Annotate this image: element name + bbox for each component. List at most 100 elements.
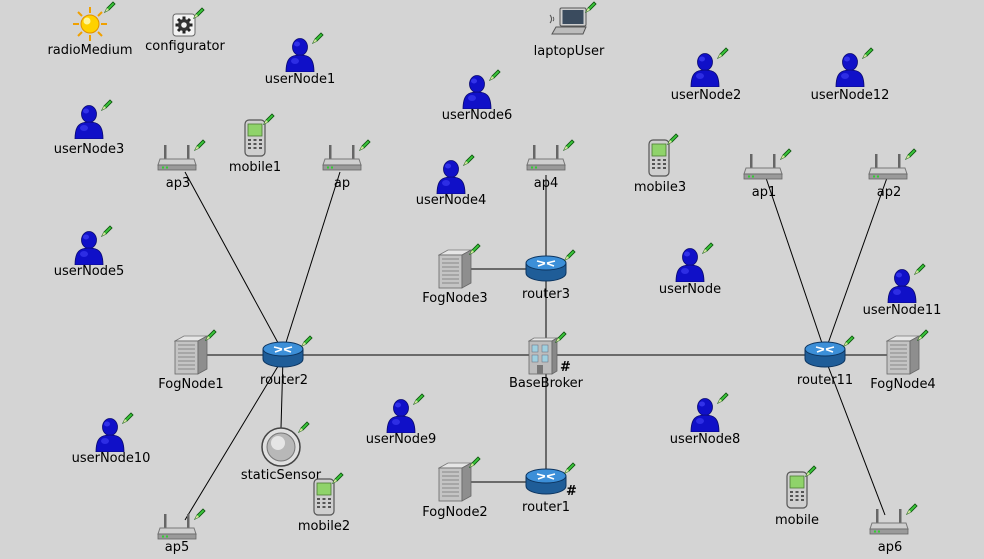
edit-pencil-icon <box>584 0 597 14</box>
edit-pencil-icon <box>331 471 344 485</box>
person-icon <box>690 398 720 433</box>
edit-pencil-icon <box>904 147 917 161</box>
edit-pencil-icon <box>861 46 874 60</box>
link-router11-ap6 <box>824 357 886 516</box>
node-label: ap3 <box>165 176 191 191</box>
sensor-icon <box>261 427 301 467</box>
node-label: userNode1 <box>264 72 336 87</box>
ap-icon <box>868 154 908 180</box>
node-label: laptopUser <box>533 44 605 59</box>
node-label: ap <box>333 176 351 191</box>
person-icon <box>95 418 125 453</box>
ap-icon <box>157 514 197 540</box>
phone-icon <box>786 471 808 509</box>
edit-pencil-icon <box>905 502 918 516</box>
router-icon <box>525 255 567 283</box>
node-label: ap1 <box>751 185 777 200</box>
edit-pencil-icon <box>412 392 425 406</box>
edit-pencil-icon <box>103 0 116 14</box>
person-icon <box>462 75 492 110</box>
ap-icon <box>743 154 783 180</box>
edit-pencil-icon <box>358 138 371 152</box>
node-label: FogNode3 <box>422 291 488 306</box>
ap-icon <box>869 509 909 535</box>
node-label: userNode12 <box>810 88 890 103</box>
node-label: userNode5 <box>53 264 125 279</box>
phone-icon <box>244 119 266 157</box>
server-icon <box>437 249 473 289</box>
person-icon <box>386 399 416 434</box>
edit-pencil-icon <box>716 46 729 60</box>
router-icon <box>804 341 846 369</box>
edit-pencil-icon <box>262 112 275 126</box>
edit-pencil-icon <box>462 153 475 167</box>
node-label: router2 <box>260 373 308 388</box>
edit-pencil-icon <box>716 391 729 405</box>
edit-pencil-icon <box>121 411 134 425</box>
node-label: router1 <box>522 500 570 515</box>
edit-pencil-icon <box>311 31 324 45</box>
edit-pencil-icon <box>193 507 206 521</box>
edit-pencil-icon <box>554 330 567 344</box>
edit-pencil-icon <box>300 334 313 348</box>
hash-marker: # <box>560 360 571 375</box>
node-label: userNode4 <box>415 193 487 208</box>
ap-icon <box>157 145 197 171</box>
sun-icon <box>73 7 107 41</box>
person-icon <box>74 231 104 266</box>
edit-pencil-icon <box>192 6 205 20</box>
node-label: userNode6 <box>441 108 513 123</box>
server-icon <box>885 335 921 375</box>
person-icon <box>887 269 917 304</box>
edit-pencil-icon <box>666 132 679 146</box>
person-icon <box>690 53 720 88</box>
edit-pencil-icon <box>204 328 217 342</box>
node-label: ap5 <box>164 540 190 555</box>
edit-pencil-icon <box>701 241 714 255</box>
node-label: mobile3 <box>633 180 687 195</box>
node-label: mobile1 <box>228 160 282 175</box>
edit-pencil-icon <box>804 464 817 478</box>
person-icon <box>436 160 466 195</box>
edit-pencil-icon <box>563 248 576 262</box>
edit-pencil-icon <box>563 461 576 475</box>
edit-pencil-icon <box>779 147 792 161</box>
ap-icon <box>322 145 362 171</box>
server-icon <box>437 462 473 502</box>
node-label: BaseBroker <box>509 376 583 391</box>
link-router11-ap2 <box>824 174 889 353</box>
link-router2-ap3 <box>184 171 284 353</box>
person-icon <box>675 248 705 283</box>
person-icon <box>74 105 104 140</box>
person-icon <box>835 53 865 88</box>
phone-icon <box>313 478 335 516</box>
edit-pencil-icon <box>100 224 113 238</box>
edit-pencil-icon <box>100 98 113 112</box>
node-label: ap2 <box>876 185 902 200</box>
phone-icon <box>648 139 670 177</box>
edit-pencil-icon <box>297 420 310 434</box>
person-icon <box>285 38 315 73</box>
node-label: router3 <box>522 287 570 302</box>
node-label: userNode <box>658 282 722 297</box>
node-label: mobile2 <box>297 519 351 534</box>
edit-pencil-icon <box>488 68 501 82</box>
laptop-icon <box>548 7 588 37</box>
node-label: FogNode2 <box>422 505 488 520</box>
link-router2-ap5 <box>184 357 284 521</box>
link-router2-staticsensor <box>280 357 284 429</box>
edit-pencil-icon <box>913 262 926 276</box>
hash-marker: # <box>566 484 577 499</box>
node-label: ap4 <box>533 176 559 191</box>
node-label: userNode2 <box>670 88 742 103</box>
edit-pencil-icon <box>916 328 929 342</box>
node-label: userNode9 <box>365 432 437 447</box>
node-label: ap6 <box>877 540 903 555</box>
node-label: userNode11 <box>862 303 942 318</box>
edit-pencil-icon <box>562 138 575 152</box>
edit-pencil-icon <box>468 242 481 256</box>
node-label: userNode3 <box>53 142 125 157</box>
node-label: mobile <box>774 513 820 528</box>
router-icon <box>262 341 304 369</box>
